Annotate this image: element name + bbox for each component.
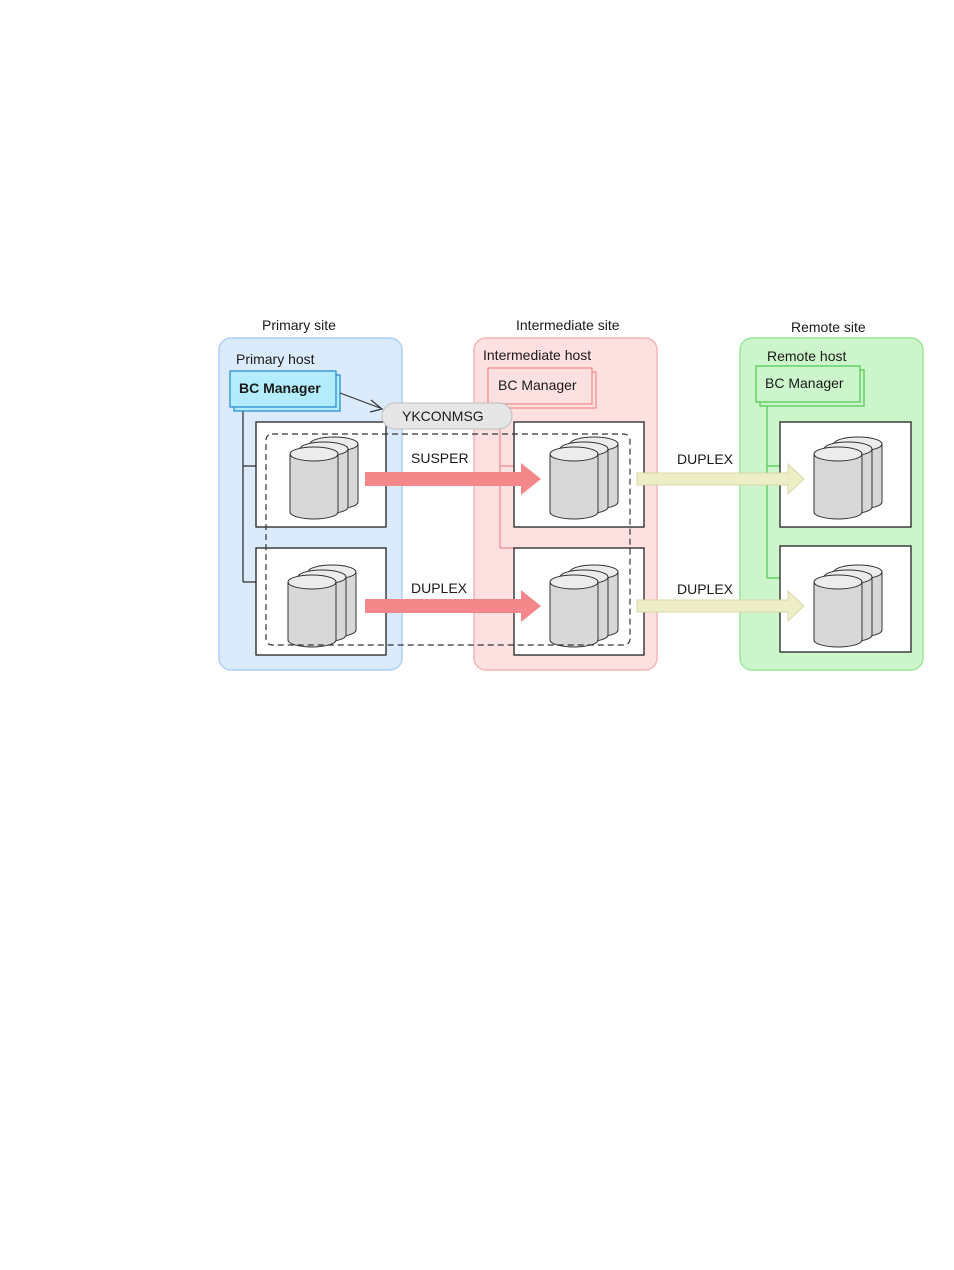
remote-host-label: Remote host — [767, 348, 846, 364]
intermediate-bottom-disk-icon — [550, 565, 618, 647]
intermediate-host-label: Intermediate host — [483, 347, 591, 363]
remote-bc-manager: BC Manager — [756, 366, 864, 406]
remote-site-label: Remote site — [791, 319, 866, 335]
remote-bc-manager-label: BC Manager — [765, 375, 844, 391]
intermediate-site-label: Intermediate site — [516, 317, 620, 333]
link-label-intermediate-remote-bottom: DUPLEX — [677, 581, 734, 597]
primary-bc-manager: BC Manager — [230, 371, 340, 411]
remote-top-disk-icon — [814, 437, 882, 519]
link-label-primary-intermediate-bottom: DUPLEX — [411, 580, 468, 596]
primary-bottom-disk-icon — [288, 565, 356, 647]
link-label-primary-intermediate-top: SUSPER — [411, 450, 469, 466]
intermediate-bc-manager-label: BC Manager — [498, 377, 577, 393]
intermediate-bc-manager: BC Manager — [488, 368, 596, 408]
remote-bottom-disk-icon — [814, 565, 882, 647]
intermediate-top-disk-icon — [550, 437, 618, 519]
ykconmsg-label: YKCONMSG — [402, 408, 484, 424]
primary-bc-manager-label: BC Manager — [239, 380, 321, 396]
primary-site-label: Primary site — [262, 317, 336, 333]
primary-host-label: Primary host — [236, 351, 315, 367]
link-label-intermediate-remote-top: DUPLEX — [677, 451, 734, 467]
primary-top-disk-icon — [290, 437, 358, 519]
